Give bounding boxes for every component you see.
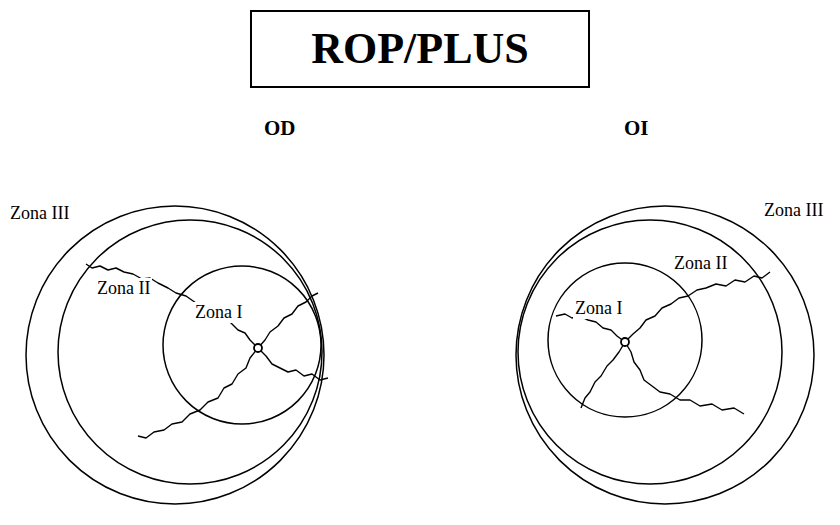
zone-boundary bbox=[26, 206, 324, 504]
zone-outline bbox=[547, 262, 703, 418]
retinal-vessel bbox=[258, 348, 328, 380]
zone-circle: Zona IIIZona IIZona I bbox=[515, 205, 815, 505]
zone-outline bbox=[57, 219, 323, 485]
zone-label: Zona II bbox=[95, 278, 152, 299]
zone-label: Zona II bbox=[672, 253, 729, 274]
zone-outline bbox=[25, 205, 325, 505]
zone-label: Zona I bbox=[573, 298, 624, 319]
eye-label: OI bbox=[622, 116, 651, 140]
zone-outline bbox=[517, 219, 783, 485]
zone-circle: Zona II Zona I bbox=[517, 219, 783, 485]
retinal-vessel bbox=[625, 272, 770, 342]
zone-label: Zona III bbox=[762, 200, 825, 221]
optic-disc bbox=[621, 338, 629, 346]
zone-boundary bbox=[516, 206, 814, 504]
zone-label: Zona I bbox=[193, 302, 244, 323]
zone-boundary bbox=[518, 220, 782, 484]
zone-circle: Zona II Zona I bbox=[57, 219, 323, 485]
zone-outline bbox=[515, 205, 815, 505]
zone-outline bbox=[162, 265, 322, 425]
zone-boundary bbox=[58, 220, 322, 484]
retinal-vessel bbox=[625, 342, 744, 414]
zone-circle: Zona I bbox=[547, 262, 703, 418]
zone-boundary bbox=[163, 266, 321, 424]
title-text: ROP/PLUS bbox=[311, 25, 529, 73]
optic-disc bbox=[254, 344, 262, 352]
retinal-vessel bbox=[258, 293, 318, 348]
zone-label: Zona III bbox=[8, 203, 71, 224]
retinal-vessel bbox=[581, 342, 625, 408]
zone-circle: Zona IIIZona IIZona I bbox=[25, 205, 325, 505]
zone-boundary bbox=[548, 263, 702, 417]
retinal-vessel bbox=[86, 264, 258, 348]
zone-circle: Zona I bbox=[162, 265, 322, 425]
eye-label: OD bbox=[262, 116, 298, 140]
